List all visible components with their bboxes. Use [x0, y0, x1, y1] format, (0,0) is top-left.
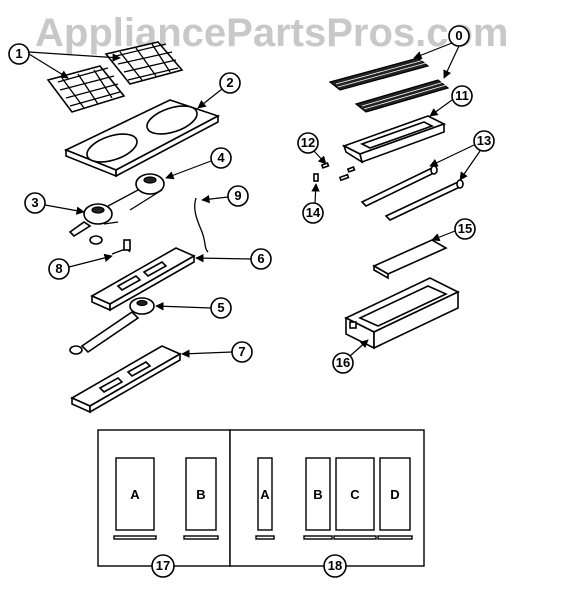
svg-text:4: 4 — [217, 150, 225, 165]
callout-8: 8 — [48, 253, 113, 280]
part-9-wire — [194, 197, 209, 253]
svg-text:2: 2 — [226, 75, 233, 90]
part-4-burner — [107, 173, 165, 211]
panel-18-a-label: A — [260, 487, 270, 502]
svg-text:14: 14 — [306, 205, 321, 220]
svg-text:0: 0 — [455, 28, 462, 43]
panel-group-18: A B C D — [229, 429, 425, 567]
panel-17-b-label: B — [196, 487, 205, 502]
svg-text:12: 12 — [301, 135, 315, 150]
part-13-rods — [360, 165, 464, 221]
svg-text:18: 18 — [328, 558, 342, 573]
panel-group-17: A B — [97, 429, 231, 567]
panel-18-a — [257, 457, 273, 531]
callout-16: 16 — [332, 339, 369, 374]
callout-15: 15 — [431, 218, 476, 242]
svg-text:13: 13 — [477, 133, 491, 148]
svg-text:6: 6 — [257, 251, 264, 266]
svg-text:1: 1 — [15, 46, 22, 61]
panel-18-c — [335, 457, 375, 531]
part-12-pins — [313, 162, 356, 182]
callout-11: 11 — [429, 85, 473, 117]
svg-text:7: 7 — [238, 344, 245, 359]
panel-17-a-label: A — [130, 487, 140, 502]
part-1-grates — [46, 41, 184, 113]
part-6-burner-tray — [90, 247, 196, 312]
part-15-cover — [372, 239, 448, 280]
svg-text:8: 8 — [55, 261, 62, 276]
callout-6: 6 — [195, 248, 272, 270]
svg-text:3: 3 — [31, 195, 38, 210]
panel-18-b — [305, 457, 331, 531]
svg-text:5: 5 — [217, 300, 224, 315]
svg-text:15: 15 — [458, 221, 472, 236]
callout-9: 9 — [201, 185, 249, 207]
callout-5: 5 — [155, 297, 232, 319]
callout-3: 3 — [24, 192, 85, 215]
callout-14: 14 — [302, 183, 324, 224]
callout-2: 2 — [197, 72, 241, 109]
callout-12: 12 — [297, 132, 327, 165]
part-10-grill-grates — [328, 57, 450, 113]
svg-text:9: 9 — [234, 188, 241, 203]
callout-13: 13 — [429, 130, 495, 181]
panel-18-b-label: B — [313, 487, 322, 502]
part-8-igniter — [111, 239, 131, 255]
callout-17: 17 — [151, 554, 175, 578]
callout-1: 1 — [8, 43, 121, 79]
svg-text:17: 17 — [156, 558, 170, 573]
part-7-lower-tray — [70, 345, 182, 414]
panel-18-d-label: D — [390, 487, 399, 502]
part-2-cooktop-plate — [64, 99, 221, 178]
part-11-grill-pan — [341, 115, 447, 164]
panel-18-c-label: C — [350, 487, 360, 502]
callout-7: 7 — [181, 341, 253, 363]
panel-17-b — [185, 457, 217, 531]
svg-text:16: 16 — [336, 355, 350, 370]
part-5-burner-tube — [69, 297, 155, 355]
part-16-grill-basin — [344, 277, 460, 350]
panel-17-a — [115, 457, 155, 531]
callout-18: 18 — [323, 554, 347, 578]
svg-text:11: 11 — [455, 88, 469, 103]
callout-4: 4 — [165, 147, 232, 180]
watermark-text: AppliancePartsPros.com — [35, 11, 509, 55]
panel-18-d — [379, 457, 411, 531]
callout-10: 0 — [413, 25, 470, 79]
part-3-burner-assembly — [68, 203, 119, 245]
